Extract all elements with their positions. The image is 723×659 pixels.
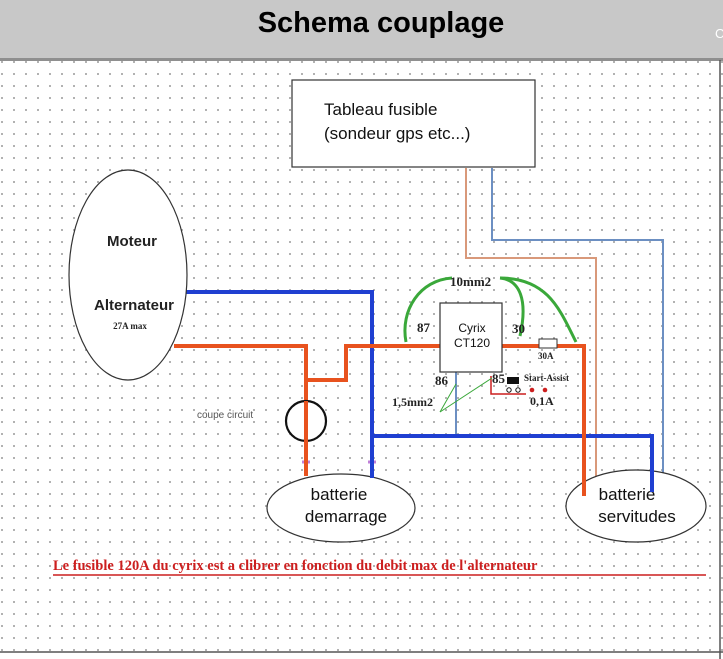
- switch-led: [542, 387, 548, 393]
- fuse-panel-negative-wire: [491, 168, 664, 500]
- relay-87-wire: [306, 344, 440, 382]
- battery-start-line1: batterie: [311, 485, 368, 504]
- battery-service-ellipse: [565, 469, 707, 543]
- fuse-panel-box: [291, 79, 536, 168]
- battery-service-line1: batterie: [599, 485, 656, 504]
- fuse-30a-label: 30A: [538, 351, 554, 361]
- fuse-30a-symbol: [538, 338, 558, 349]
- start-assist-wire: [490, 376, 526, 395]
- cyrix-relay-box: [439, 302, 503, 373]
- wire-1-5mm2-label: 1,5mm2: [392, 395, 433, 409]
- pointer-1-5mm2-b: [439, 383, 457, 413]
- title-bar-shadow: [0, 58, 723, 61]
- green-wire-left: [403, 276, 453, 343]
- edge-glyph: C: [715, 26, 723, 41]
- green-wire-right: [499, 276, 578, 343]
- pin-86-label: 86: [435, 373, 449, 388]
- relay-30-wire: [502, 344, 586, 492]
- switch-contact: [515, 387, 521, 393]
- alternator-label: Alternateur: [94, 297, 174, 314]
- fuse-panel-line1: Tableau fusible: [324, 100, 437, 119]
- fuse-panel-positive-wire: [465, 168, 597, 500]
- start-assist-label: Start-Assist: [524, 373, 569, 383]
- coupe-circuit-label: coupe circuit: [197, 410, 253, 421]
- fuse-panel-line2: (sondeur gps etc...): [324, 124, 470, 143]
- page-title: Schema couplage: [258, 7, 505, 39]
- pin-87-label: 87: [417, 320, 431, 335]
- title-bar: [0, 0, 723, 58]
- engine-alternator-ellipse: [68, 169, 188, 381]
- pin-85-label: 85: [492, 371, 506, 386]
- battery-start-line2: demarrage: [305, 507, 387, 526]
- alternator-rating: 27A max: [113, 321, 147, 331]
- engine-label: Moteur: [107, 233, 157, 250]
- engine-negative-wire: [186, 290, 374, 470]
- switch-led: [529, 387, 535, 393]
- calibration-note: Le fusible 120A du cyrix est a clibrer e…: [53, 558, 538, 574]
- cyrix-label: Cyrix: [458, 321, 485, 335]
- battery-service-line2: servitudes: [598, 507, 675, 526]
- current-0-1a-label: 0,1A: [530, 394, 554, 408]
- cyrix-model: CT120: [454, 336, 490, 350]
- start-assist-switch: [507, 377, 519, 384]
- pin-30-label: 30: [512, 321, 525, 336]
- pointer-1-5mm2: [439, 377, 493, 413]
- wire-10mm2-label: 10mm2: [450, 274, 491, 289]
- switch-contact: [506, 387, 512, 393]
- battery-start-ellipse: [266, 473, 416, 543]
